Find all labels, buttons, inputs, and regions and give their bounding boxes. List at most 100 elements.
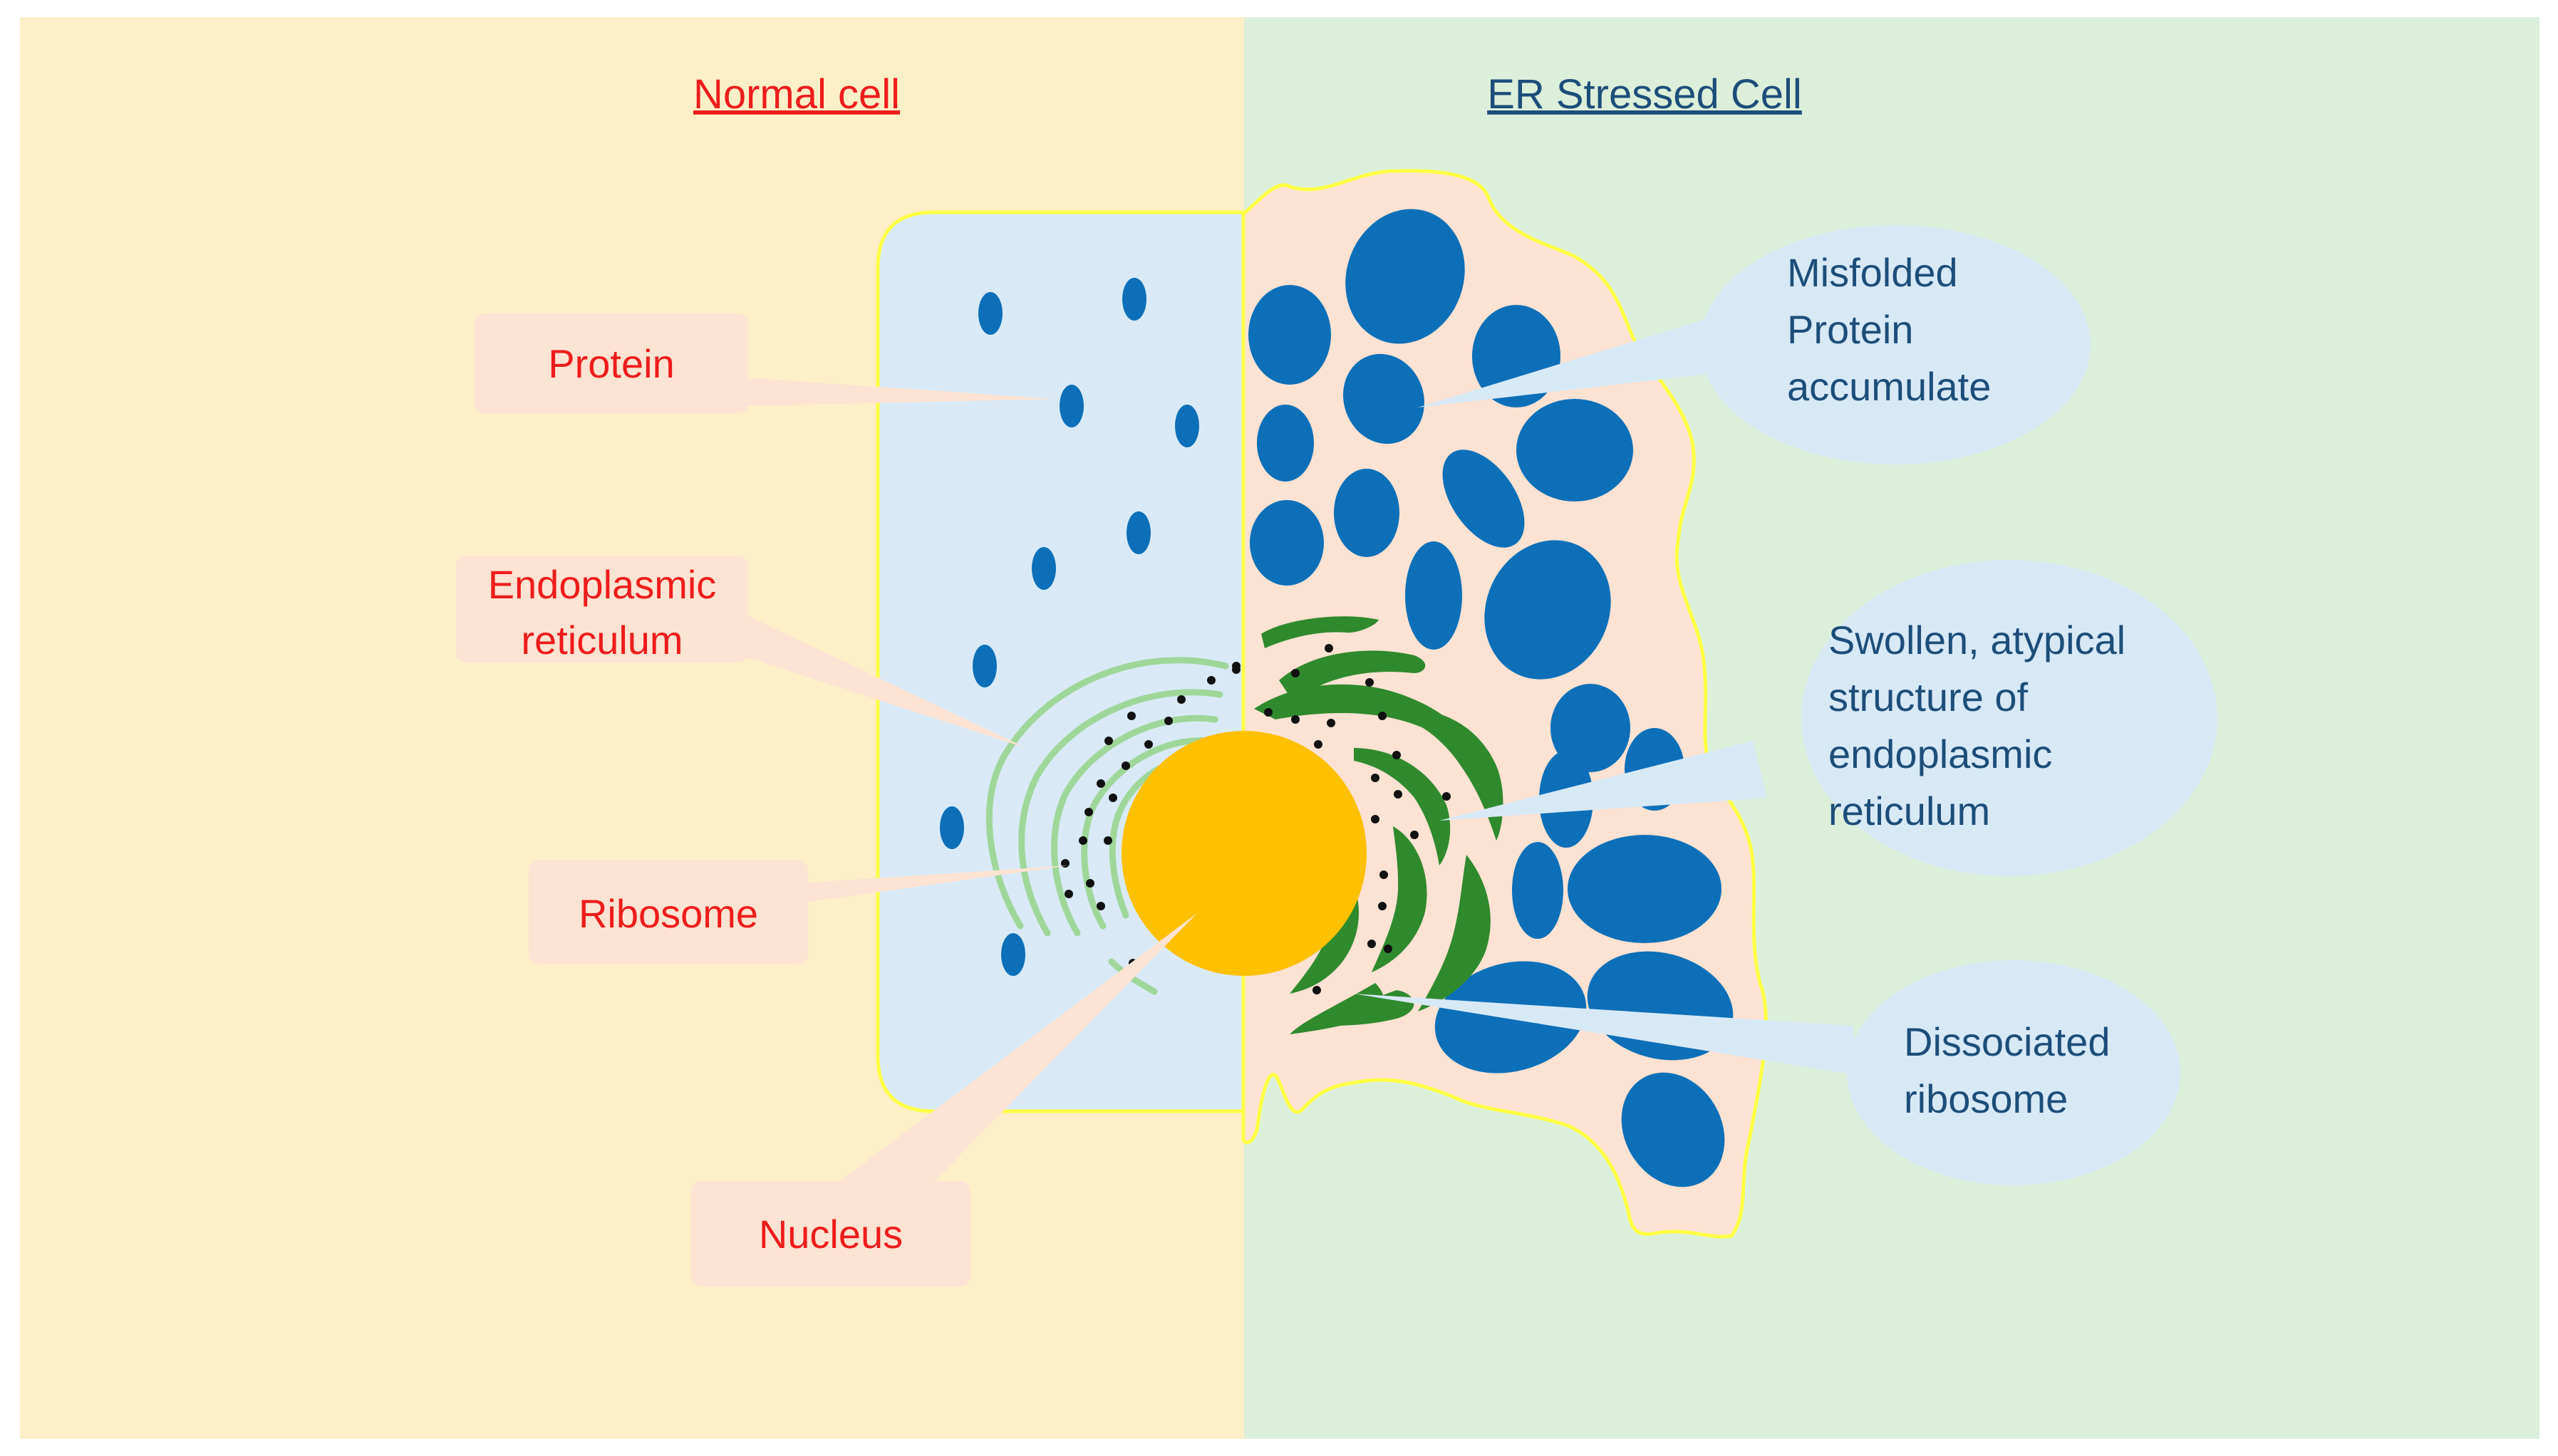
er-membrane-arc: [1108, 958, 1158, 995]
callout-text: structure of: [1828, 675, 2029, 719]
ribosome-dot: [1378, 712, 1387, 720]
ribosome-dot: [1079, 836, 1087, 845]
ribosome-dot: [1097, 779, 1105, 788]
misfolded-protein: [1484, 540, 1611, 680]
callout-text: Misfolded: [1787, 250, 1958, 295]
normal-endoplasmic-reticulum: [985, 657, 1229, 995]
ribosome-dot: [1327, 719, 1335, 727]
ribosome-dot: [1144, 740, 1153, 749]
normal-proteins: [940, 278, 1199, 976]
callout-swollen-er: Swollen, atypical structure of endoplasm…: [1439, 560, 2217, 876]
misfolded-protein: [1248, 285, 1331, 385]
misfolded-protein: [1257, 405, 1314, 482]
callout-nucleus: Nucleus: [691, 913, 1197, 1286]
callout-text: reticulum: [521, 618, 683, 662]
misfolded-protein: [1250, 500, 1324, 586]
callout-pointer: [798, 865, 1069, 903]
callout-text: Protein: [1787, 307, 1913, 352]
ribosome-dot: [1104, 737, 1113, 745]
er-swollen-fragment: [1279, 650, 1426, 702]
ribosome-dot: [1122, 761, 1130, 770]
protein-particle: [1032, 547, 1056, 590]
callout-ellipse: [1847, 960, 2180, 1185]
ribosome-dot: [1084, 808, 1093, 816]
protein-particle: [973, 645, 997, 687]
callout-pointer: [1354, 994, 1860, 1076]
ribosome-dot: [1371, 815, 1379, 823]
callout-box: [475, 313, 748, 413]
dissociated-ribosomes: [1232, 644, 1451, 994]
protein-particle: [1060, 385, 1084, 427]
er-membrane-arc: [1018, 689, 1223, 937]
callout-protein: Protein: [475, 313, 1055, 413]
ribosome-dot: [1365, 678, 1374, 687]
callout-text: ribosome: [1904, 1076, 2068, 1121]
ribosome-dot: [1442, 792, 1451, 801]
er-swollen-fragment: [1372, 826, 1427, 972]
ribosome-dot: [1065, 890, 1073, 898]
ribosome-dot: [1394, 790, 1402, 799]
misfolded-protein: [1568, 835, 1721, 943]
protein-particle: [978, 292, 1003, 335]
misfolded-protein: [1343, 353, 1424, 444]
callout-text: Endoplasmic: [488, 562, 717, 607]
ribosome-dot: [1177, 695, 1186, 704]
ribosome-dot: [1104, 836, 1112, 845]
er-swollen-fragment: [1414, 709, 1503, 841]
misfolded-protein: [1442, 449, 1525, 548]
protein-particle: [1001, 933, 1025, 976]
callout-misfolded-protein: Misfolded Protein accumulate: [1418, 225, 2091, 464]
protein-particle: [1175, 405, 1199, 447]
ribosome-dot: [1312, 986, 1321, 994]
protein-particle: [940, 806, 964, 849]
er-membrane-arc: [985, 657, 1229, 930]
ribosome-dot: [1086, 879, 1094, 888]
callout-text: Swollen, atypical: [1828, 618, 2125, 662]
callout-text: Dissociated: [1904, 1019, 2110, 1064]
ribosome-dot: [1410, 831, 1419, 839]
ribosome-dot: [1384, 945, 1392, 953]
callout-ellipse: [1801, 560, 2217, 876]
callout-endoplasmic-reticulum: Endoplasmic reticulum: [456, 556, 1026, 748]
callout-pointer: [1418, 313, 1739, 407]
callout-text: endoplasmic: [1828, 732, 2052, 776]
callout-text: Protein: [548, 341, 674, 386]
callout-box: [456, 556, 748, 662]
er-swollen-fragment: [1254, 684, 1482, 763]
ribosome-dot: [1367, 940, 1376, 948]
er-swollen-fragment: [1418, 855, 1491, 1012]
misfolded-protein: [1345, 209, 1465, 344]
er-swollen-fragment: [1261, 616, 1379, 648]
misfolded-protein: [1621, 1072, 1725, 1187]
ribosome-dot: [1127, 712, 1136, 720]
callout-ellipse: [1700, 225, 2091, 464]
protein-particle: [1127, 511, 1151, 554]
callout-box: [529, 860, 808, 964]
er-membrane-arc: [1081, 737, 1211, 930]
callout-text: accumulate: [1787, 364, 1991, 409]
ribosome-dot: [1207, 676, 1216, 685]
er-membrane-arc: [1051, 714, 1218, 937]
ribosome-dot: [1232, 662, 1241, 670]
er-swollen-fragment: [1290, 983, 1384, 1034]
callout-text: reticulum: [1828, 789, 1990, 833]
ribosome-dot: [1264, 708, 1273, 717]
ribosome-dot: [1314, 740, 1322, 749]
ribosome-dot: [1291, 669, 1300, 677]
normal-cell-heading: Normal cell: [693, 71, 900, 118]
ribosome-dot: [1097, 902, 1105, 910]
er-swollen-fragment: [1354, 748, 1451, 865]
callout-pointer: [741, 378, 1055, 406]
ribosome-dot: [1378, 902, 1387, 910]
ribosome-dot: [1371, 774, 1379, 782]
misfolded-protein: [1516, 399, 1633, 501]
misfolded-protein: [1334, 469, 1399, 557]
ribosome-dot: [1291, 715, 1300, 724]
callout-box: [691, 1181, 970, 1286]
callout-dissociated-ribosome: Dissociated ribosome: [1354, 960, 2180, 1185]
ribosome-dot: [1109, 794, 1117, 802]
callout-pointer: [741, 613, 1026, 748]
callout-pointer: [819, 913, 1197, 1197]
